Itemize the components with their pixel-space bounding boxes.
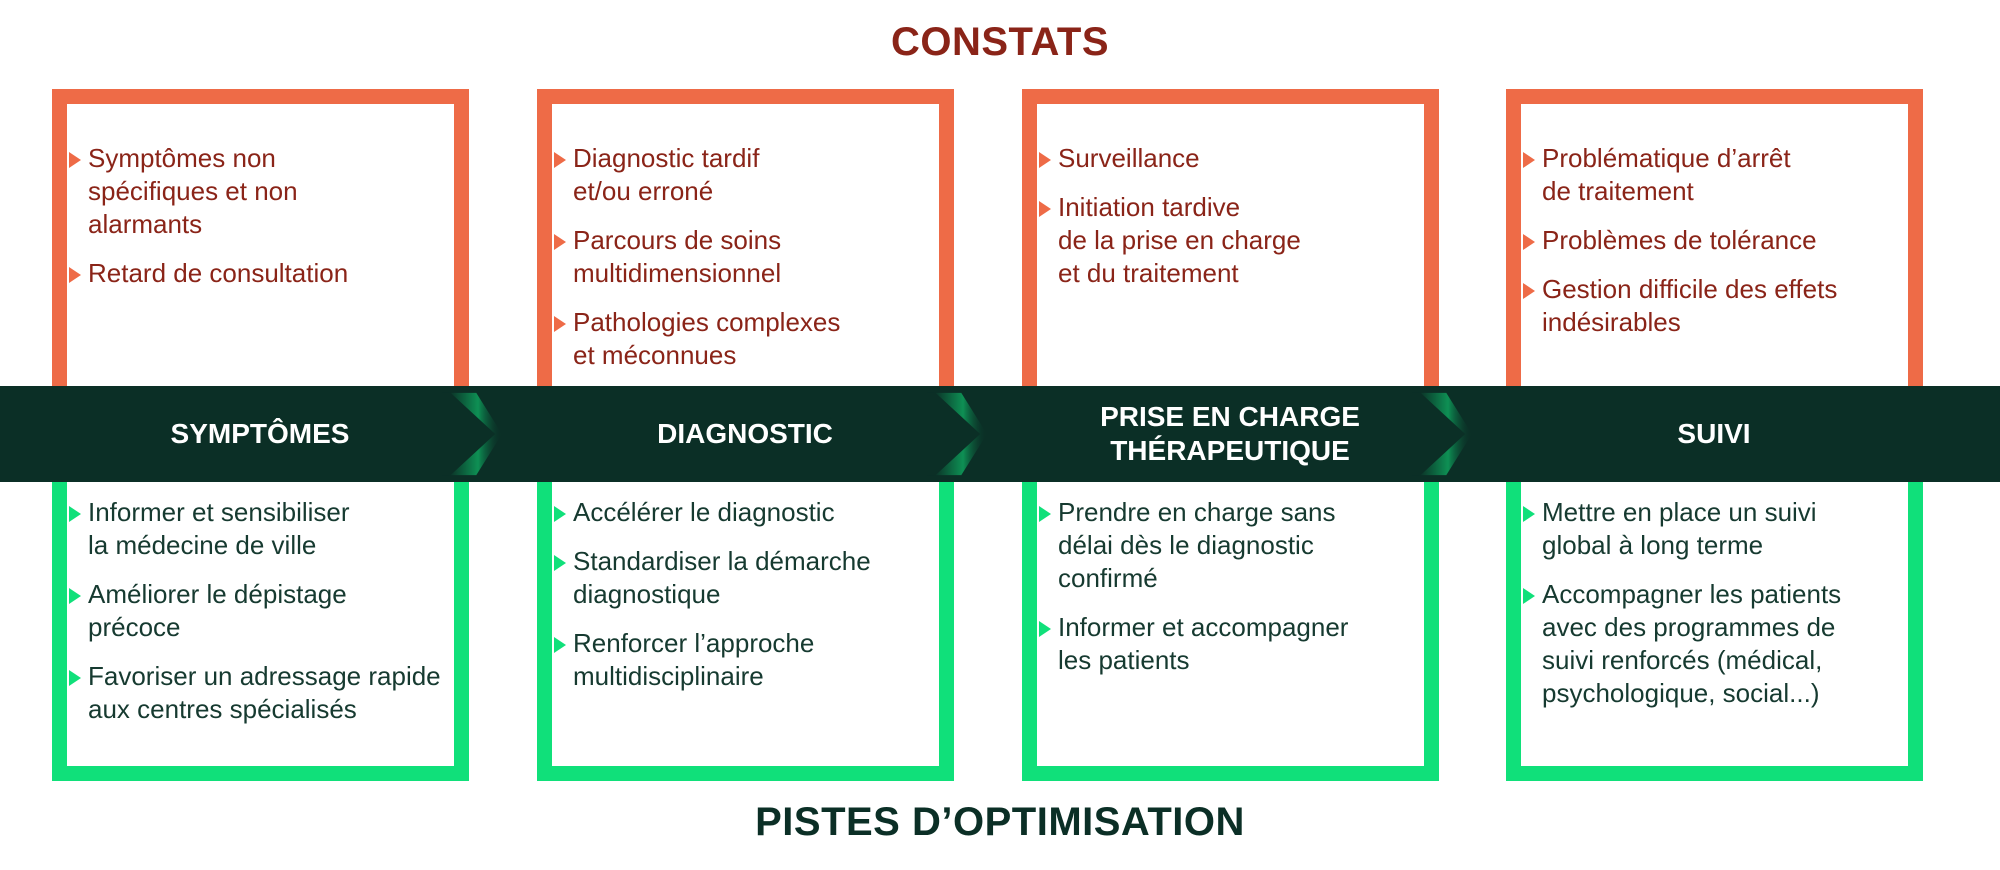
triangle-bullet-icon xyxy=(554,152,566,168)
constat-text: Surveillance xyxy=(1058,143,1200,173)
piste-list: Prendre en charge sans délai dès le diag… xyxy=(1039,496,1414,693)
constat-item: Surveillance xyxy=(1039,142,1414,175)
piste-text: Renforcer l’approche multidisciplinaire xyxy=(573,628,815,691)
piste-item: Informer et accompagner les patients xyxy=(1039,611,1414,677)
constat-item: Problèmes de tolérance xyxy=(1523,224,1898,257)
stage-label: SUIVI xyxy=(1677,418,1751,449)
triangle-bullet-icon xyxy=(554,316,566,332)
constat-item: Pathologies complexes et méconnues xyxy=(554,306,929,372)
piste-item: Informer et sensibiliser la médecine de … xyxy=(69,496,444,562)
piste-text: Informer et sensibiliser la médecine de … xyxy=(88,497,350,560)
chevron-arrow-icon xyxy=(927,392,987,476)
piste-item: Améliorer le dépistage précoce xyxy=(69,578,444,644)
piste-list: Mettre en place un suivi global à long t… xyxy=(1523,496,1898,726)
stage-label: SYMPTÔMES xyxy=(170,418,350,449)
triangle-bullet-icon xyxy=(554,234,566,250)
stage-label: DIAGNOSTIC xyxy=(657,418,833,449)
piste-item: Accompagner les patients avec des progra… xyxy=(1523,578,1898,710)
constat-item: Retard de consultation xyxy=(69,257,444,290)
constat-text: Pathologies complexes et méconnues xyxy=(573,307,841,370)
piste-list: Informer et sensibiliser la médecine de … xyxy=(69,496,444,742)
piste-text: Accompagner les patients avec des progra… xyxy=(1542,579,1842,708)
triangle-bullet-icon xyxy=(1523,588,1535,604)
constat-item: Initiation tardive de la prise en charge… xyxy=(1039,191,1414,290)
triangle-bullet-icon xyxy=(69,267,81,283)
constat-item: Symptômes non spécifiques et non alarman… xyxy=(69,142,444,241)
chevron-arrow-icon xyxy=(1412,392,1472,476)
triangle-bullet-icon xyxy=(69,588,81,604)
piste-text: Améliorer le dépistage précoce xyxy=(88,579,347,642)
constat-item: Parcours de soins multidimensionnel xyxy=(554,224,929,290)
piste-text: Accélérer le diagnostic xyxy=(573,497,835,527)
piste-item: Favoriser un adressage rapide aux centre… xyxy=(69,660,444,726)
piste-text: Standardiser la démarche diagnostique xyxy=(573,546,871,609)
piste-box: Prendre en charge sans délai dès le diag… xyxy=(1022,470,1439,781)
triangle-bullet-icon xyxy=(554,506,566,522)
triangle-bullet-icon xyxy=(1523,152,1535,168)
triangle-bullet-icon xyxy=(1039,152,1051,168)
triangle-bullet-icon xyxy=(1039,201,1051,217)
triangle-bullet-icon xyxy=(69,506,81,522)
piste-item: Standardiser la démarche diagnostique xyxy=(554,545,929,611)
constat-text: Diagnostic tardif et/ou erroné xyxy=(573,143,760,206)
piste-text: Mettre en place un suivi global à long t… xyxy=(1542,497,1817,560)
piste-item: Accélérer le diagnostic xyxy=(554,496,929,529)
piste-text: Prendre en charge sans délai dès le diag… xyxy=(1058,497,1336,593)
chevron-arrow-icon xyxy=(442,392,502,476)
piste-text: Informer et accompagner les patients xyxy=(1058,612,1349,675)
constat-list: Symptômes non spécifiques et non alarman… xyxy=(69,142,444,306)
constat-text: Symptômes non spécifiques et non alarman… xyxy=(88,143,298,239)
triangle-bullet-icon xyxy=(1523,234,1535,250)
constat-box: Symptômes non spécifiques et non alarman… xyxy=(52,89,469,404)
piste-item: Mettre en place un suivi global à long t… xyxy=(1523,496,1898,562)
constat-item: Problématique d’arrêt de traitement xyxy=(1523,142,1898,208)
triangle-bullet-icon xyxy=(1039,621,1051,637)
triangle-bullet-icon xyxy=(1523,283,1535,299)
stage-band xyxy=(0,386,2000,482)
constat-text: Gestion difficile des effets indésirable… xyxy=(1542,274,1838,337)
triangle-bullet-icon xyxy=(1039,506,1051,522)
piste-item: Renforcer l’approche multidisciplinaire xyxy=(554,627,929,693)
constat-text: Problèmes de tolérance xyxy=(1542,225,1817,255)
constats-heading: CONSTATS xyxy=(890,20,1110,64)
triangle-bullet-icon xyxy=(69,152,81,168)
triangle-bullet-icon xyxy=(69,670,81,686)
piste-box: Informer et sensibiliser la médecine de … xyxy=(52,470,469,781)
constat-text: Parcours de soins multidimensionnel xyxy=(573,225,782,288)
piste-box: Mettre en place un suivi global à long t… xyxy=(1506,470,1923,781)
stage-label: PRISE EN CHARGE THÉRAPEUTIQUE xyxy=(1100,401,1360,466)
constat-text: Retard de consultation xyxy=(88,258,349,288)
triangle-bullet-icon xyxy=(554,637,566,653)
constat-text: Problématique d’arrêt de traitement xyxy=(1542,143,1791,206)
constat-text: Initiation tardive de la prise en charge… xyxy=(1058,192,1301,288)
piste-text: Favoriser un adressage rapide aux centre… xyxy=(88,661,441,724)
pistes-heading: PISTES D’OPTIMISATION xyxy=(755,800,1245,844)
constat-item: Diagnostic tardif et/ou erroné xyxy=(554,142,929,208)
constat-item: Gestion difficile des effets indésirable… xyxy=(1523,273,1898,339)
triangle-bullet-icon xyxy=(1523,506,1535,522)
piste-item: Prendre en charge sans délai dès le diag… xyxy=(1039,496,1414,595)
triangle-bullet-icon xyxy=(554,555,566,571)
